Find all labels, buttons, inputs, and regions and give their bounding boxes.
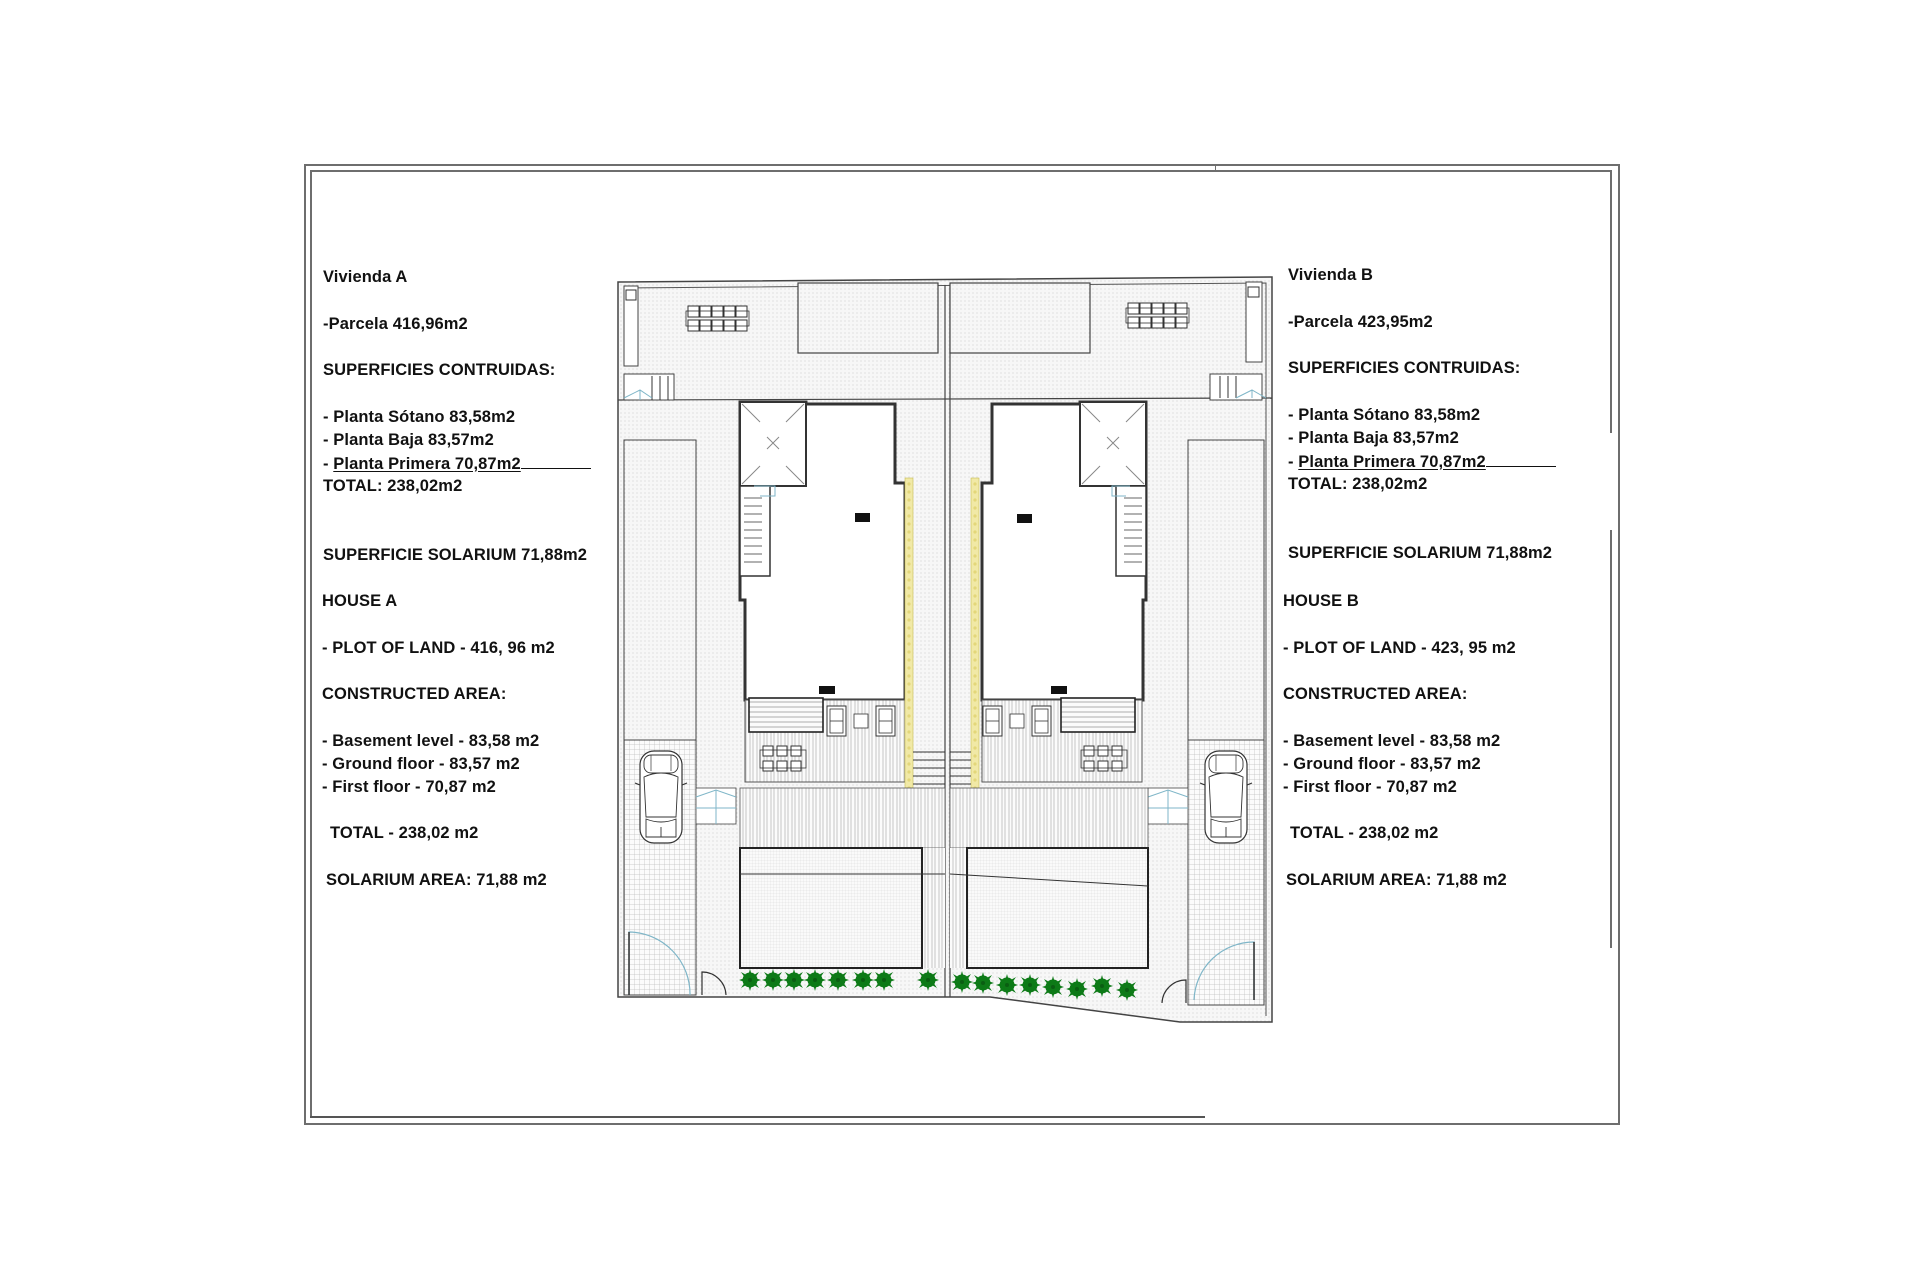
house-b-plan [949,281,1267,1006]
frame-inner-bottom [310,1116,1205,1118]
frame-tick [1215,164,1216,170]
house-b-solarium-es: SUPERFICIE SOLARIUM 71,88m2 [1288,544,1553,562]
house-b-plot-en: - PLOT OF LAND - 423, 95 m2 [1283,639,1516,657]
house-b-basement-es: - Planta Sótano 83,58m2 [1288,406,1481,424]
frame-outer-right [1618,164,1620,1125]
house-a-total-es: TOTAL: 238,02m2 [323,477,463,495]
frame-inner-left [310,170,312,1117]
house-b-built-heading-en: CONSTRUCTED AREA: [1283,685,1468,703]
house-a-ground-value: Planta Baja 83,57m2 [333,431,494,449]
house-a-built-heading-en: CONSTRUCTED AREA: [322,685,507,703]
house-a-first-prefix: - [323,455,334,473]
house-a-plan [623,282,946,996]
house-b-basement-en: - Basement level - 83,58 m2 [1283,732,1501,750]
house-b-first-en: - First floor - 70,87 m2 [1283,778,1457,796]
underline-rule [520,454,591,469]
frame-inner-right-lower [1610,530,1612,948]
house-b-title-es: Vivienda B [1288,266,1374,284]
frame-inner-right-upper [1610,170,1612,433]
house-a-first-es: - Planta Primera 70,87m2 [323,454,591,474]
house-a-first-value: Planta Primera 70,87m2 [333,455,521,473]
house-a-total-en: TOTAL - 238,02 m2 [330,824,479,842]
house-b-first-es: - Planta Primera 70,87m2 [1288,452,1556,472]
house-a-solarium-es: SUPERFICIE SOLARIUM 71,88m2 [323,546,588,564]
frame-outer-top [304,164,1620,166]
house-b-first-prefix: - [1288,453,1299,471]
house-b-title-en: HOUSE B [1283,592,1359,610]
house-a-plot-en: - PLOT OF LAND - 416, 96 m2 [322,639,555,657]
frame-outer-left [304,164,306,1125]
frame-outer-bottom [304,1123,1620,1125]
house-a-ground-prefix: - [323,431,334,449]
house-a-basement-en: - Basement level - 83,58 m2 [322,732,540,750]
house-b-total-en: TOTAL - 238,02 m2 [1290,824,1439,842]
house-b-built-heading-es: SUPERFICIES CONTRUIDAS: [1288,359,1521,377]
frame-inner-top [310,170,1612,172]
house-b-first-value: Planta Primera 70,87m2 [1298,453,1486,471]
house-b-solarium-en: SOLARIUM AREA: 71,88 m2 [1286,871,1507,889]
house-a-title-en: HOUSE A [322,592,398,610]
house-a-ground-en: - Ground floor - 83,57 m2 [322,755,520,773]
house-b-ground-en: - Ground floor - 83,57 m2 [1283,755,1481,773]
house-a-first-en: - First floor - 70,87 m2 [322,778,496,796]
house-a-plot-es: -Parcela 416,96m2 [323,315,468,333]
house-a-solarium-en: SOLARIUM AREA: 71,88 m2 [326,871,547,889]
house-b-total-es: TOTAL: 238,02m2 [1288,475,1428,493]
underline-rule [1485,452,1556,467]
house-a-ground-es: - Planta Baja 83,57m2 [323,431,494,450]
house-a-basement-es: - Planta Sótano 83,58m2 [323,408,516,426]
house-b-plot-es: -Parcela 423,95m2 [1288,313,1433,331]
house-a-built-heading-es: SUPERFICIES CONTRUIDAS: [323,361,556,379]
house-a-title-es: Vivienda A [323,268,408,286]
house-b-ground-es: - Planta Baja 83,57m2 [1288,429,1459,447]
